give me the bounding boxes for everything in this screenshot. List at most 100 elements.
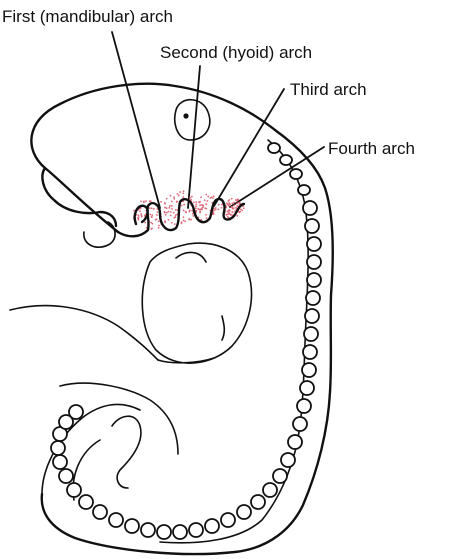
arch-stipple-dot xyxy=(158,227,160,229)
arch-stipple-dot xyxy=(182,192,184,194)
arch-stipple-dot xyxy=(236,215,238,217)
first-arch-leader xyxy=(112,32,160,208)
arch-stipple-dot xyxy=(164,202,166,204)
somites xyxy=(51,143,321,539)
arch-stipple-dot xyxy=(200,196,202,198)
arch-stipple-dot xyxy=(195,207,197,209)
arch-stipple-dot xyxy=(199,212,201,214)
arch-stipple-dot xyxy=(195,205,197,207)
somite xyxy=(157,525,171,539)
arch-stipple-dot xyxy=(206,203,208,205)
arch-stipple-dot xyxy=(165,214,167,216)
arch-stipple-dot xyxy=(231,211,233,213)
arch-stipple-dot xyxy=(230,214,232,216)
arch-stipple-dot xyxy=(192,213,194,215)
arch-stipple-dot xyxy=(183,190,185,192)
second-arch-leader xyxy=(188,66,200,208)
arch-stipple-dot xyxy=(166,198,168,200)
arch-stipple-dot xyxy=(225,214,227,216)
arch-stipple-dot xyxy=(151,214,153,216)
somite xyxy=(293,417,307,431)
somite xyxy=(307,255,321,269)
arch-stipple-dot xyxy=(231,198,233,200)
arch-stipple-dot xyxy=(157,211,159,213)
arch-stipple-dot xyxy=(149,200,151,202)
arch-stipple-dot xyxy=(202,205,204,207)
somite xyxy=(303,201,317,215)
arch-stipple-dot xyxy=(236,202,238,204)
somite xyxy=(53,455,67,469)
arch-stipple-dot xyxy=(168,207,170,209)
arch-stipple-dot xyxy=(164,211,166,213)
arch-stipple-dot xyxy=(237,199,239,201)
otic-vesicle xyxy=(175,100,210,140)
arch-stipple-dot xyxy=(231,203,233,205)
arch-stipple-dot xyxy=(214,207,216,209)
heart-bulge xyxy=(142,243,251,363)
pharyngeal-arches xyxy=(118,199,244,236)
arch-stipple-dot xyxy=(209,197,211,199)
arch-stipple-dot xyxy=(238,202,240,204)
yolk-stalk-line xyxy=(158,358,214,363)
limb-bud xyxy=(112,416,141,488)
arch-stipple-dot xyxy=(191,196,193,198)
arch-stipple-dot xyxy=(221,204,223,206)
arch-stipple-dot xyxy=(169,195,171,197)
arch-stipple-dot xyxy=(227,216,229,218)
somite xyxy=(237,505,251,519)
arch-stipple-dot xyxy=(158,220,160,222)
arch-stipple-dot xyxy=(175,209,177,211)
arch-stipple-dot xyxy=(193,201,195,203)
arch-stipple-dot xyxy=(158,225,160,227)
somite xyxy=(288,435,302,449)
arch-stipple-dot xyxy=(184,220,186,222)
first-arch-label: First (mandibular) arch xyxy=(2,7,173,26)
arch-stipple-dot xyxy=(181,221,183,223)
arch-stipple-dot xyxy=(195,201,197,203)
arch-stipple-dot xyxy=(183,209,185,211)
arch-stipple-dot xyxy=(170,211,172,213)
somite xyxy=(281,453,295,467)
somite xyxy=(109,513,123,527)
arch-stipple-dot xyxy=(195,203,197,205)
somite xyxy=(306,291,320,305)
arch-stipple-dot xyxy=(178,195,180,197)
somite xyxy=(298,185,310,195)
abdomen-line xyxy=(10,306,158,360)
arch-stipple-dot xyxy=(198,209,200,211)
arch-stipple-dot xyxy=(174,223,176,225)
arch-stipple-dot xyxy=(179,191,181,193)
arch-stipple-dot xyxy=(171,208,173,210)
arch-stipple-dot xyxy=(192,215,194,217)
arch-stipple-dot xyxy=(151,228,153,230)
arch-stipple-dot xyxy=(199,204,201,206)
arch-stipple-dot xyxy=(166,207,168,209)
arch-stipple-dot xyxy=(173,198,175,200)
arch-stipple-dot xyxy=(160,201,162,203)
arch-stipple-dot xyxy=(227,211,229,213)
somite xyxy=(67,483,81,497)
somite xyxy=(189,523,203,537)
arch-stipple-dot xyxy=(232,207,234,209)
arch-stipple-dot xyxy=(221,207,223,209)
arch-stipple-dot xyxy=(145,200,147,202)
arch-stipple-dot xyxy=(233,205,235,207)
arch-stipple-dot xyxy=(149,207,151,209)
somite xyxy=(305,309,319,323)
arch-stipple-dot xyxy=(206,217,208,219)
arch-stipple-dot xyxy=(182,196,184,198)
somite xyxy=(79,495,93,509)
arch-stipple-dot xyxy=(138,215,140,217)
arch-stipple-dot xyxy=(213,213,215,215)
arch-stipple-dot xyxy=(228,204,230,206)
arch-stipple-dot xyxy=(201,207,203,209)
arch-stipple-dot xyxy=(150,222,152,224)
fourth-arch-label: Fourth arch xyxy=(328,139,415,158)
arch-stipple-dot xyxy=(169,205,171,207)
arch-stipple-dot xyxy=(175,214,177,216)
arch-stipple-dot xyxy=(139,210,141,212)
arch-stipple-dot xyxy=(198,201,200,203)
arch-stipple-dot xyxy=(164,207,166,209)
arch-stipple-dot xyxy=(166,212,168,214)
